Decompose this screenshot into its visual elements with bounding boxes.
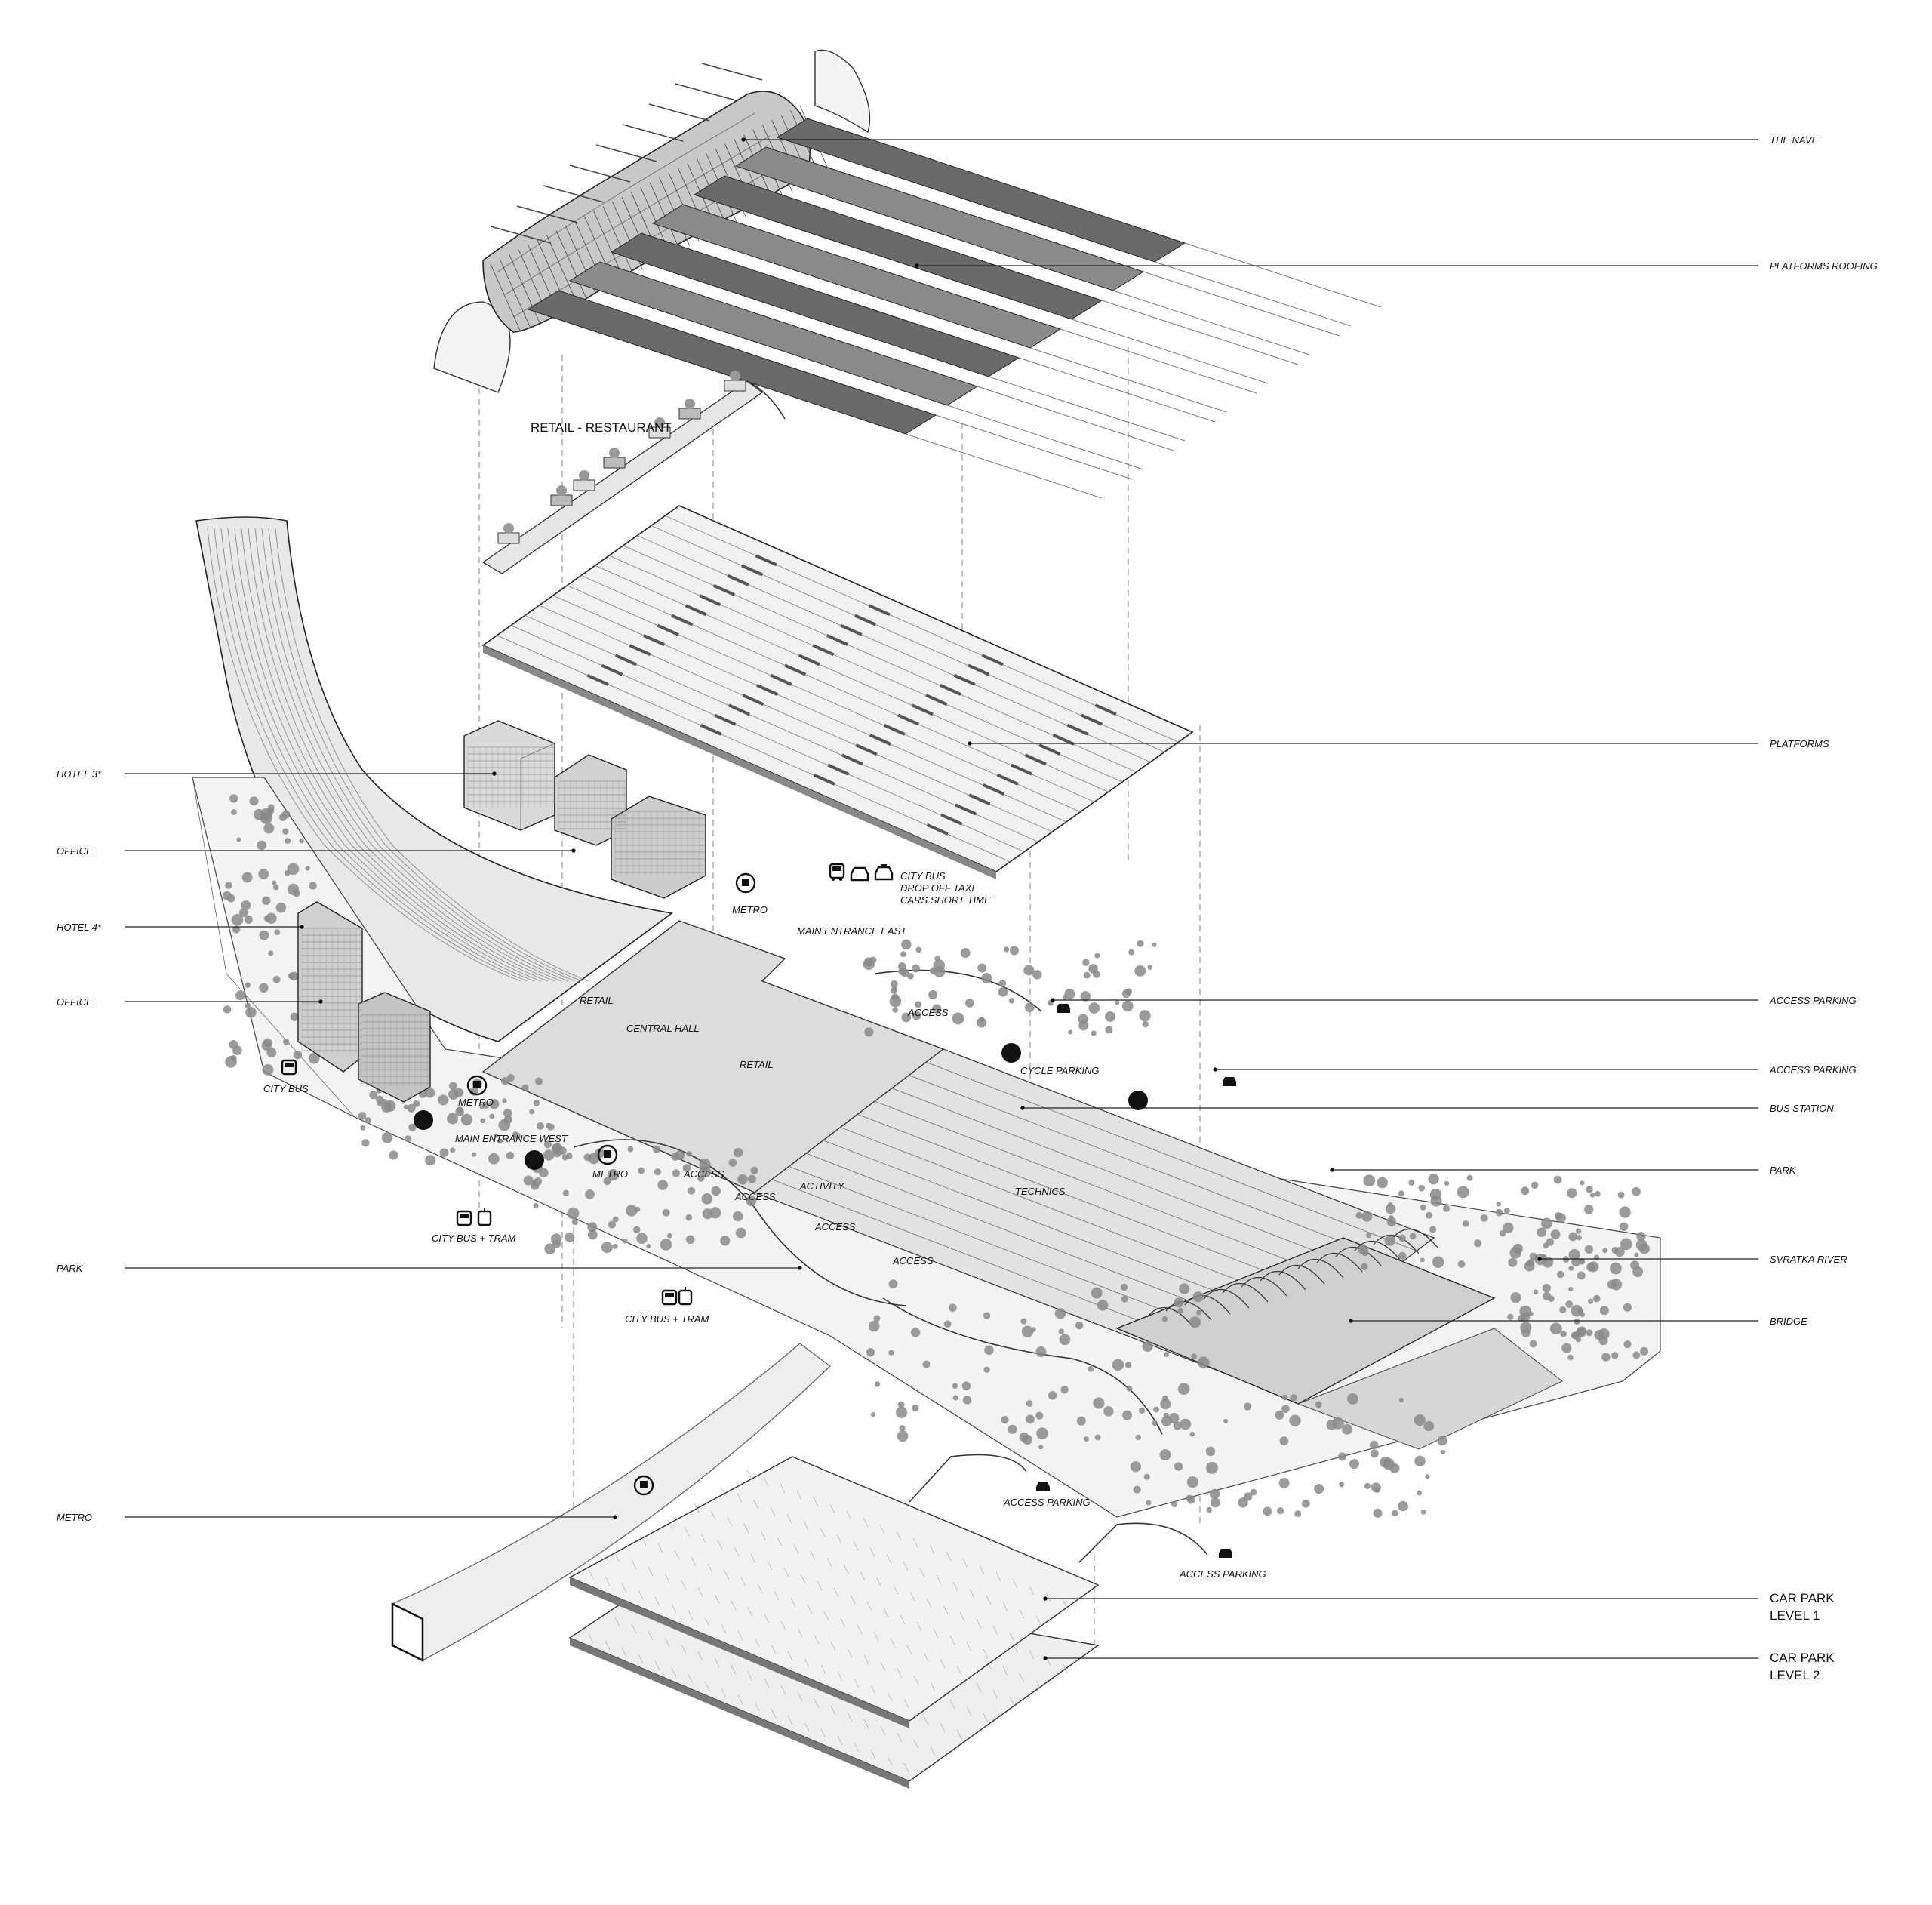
metro-tube bbox=[391, 1343, 832, 1663]
label-metro-left: METRO bbox=[458, 1097, 494, 1108]
label-city-bus-tram-2: CITY BUS + TRAM bbox=[625, 1313, 709, 1325]
label-central-hall: CENTRAL HALL bbox=[626, 1023, 700, 1034]
label-bus-station: BUS STATION bbox=[1770, 1103, 1834, 1114]
label-activity: ACTIVITY bbox=[799, 1180, 845, 1192]
bicycle-icon bbox=[1001, 1043, 1021, 1063]
label-park-right: PARK bbox=[1770, 1165, 1797, 1176]
label-metro-mid: METRO bbox=[592, 1168, 628, 1180]
bus-icon bbox=[829, 863, 845, 881]
label-car-park-1a: CAR PARK bbox=[1770, 1591, 1835, 1605]
platforms-deck bbox=[481, 505, 1194, 879]
label-bridge: BRIDGE bbox=[1770, 1316, 1807, 1327]
tram-icon bbox=[477, 1208, 492, 1226]
label-access-parking-4: ACCESS PARKING bbox=[1179, 1568, 1266, 1580]
label-city-bus-top-3: CARS SHORT TIME bbox=[900, 894, 991, 906]
bicycle-icon bbox=[414, 1110, 433, 1130]
label-retail-1: RETAIL bbox=[580, 995, 614, 1006]
metro-icon bbox=[633, 1475, 654, 1496]
label-city-bus-tram-1: CITY BUS + TRAM bbox=[432, 1233, 516, 1244]
site-ground bbox=[192, 516, 1661, 1518]
label-access-parking-3: ACCESS PARKING bbox=[1003, 1497, 1091, 1508]
label-main-entrance-west: MAIN ENTRANCE WEST bbox=[455, 1133, 568, 1144]
car-icon bbox=[1223, 1077, 1236, 1086]
label-main-entrance-east: MAIN ENTRANCE EAST bbox=[797, 925, 907, 937]
leader-lines bbox=[125, 137, 1758, 1660]
label-retail-restaurant: RETAIL - RESTAURANT bbox=[531, 420, 672, 435]
label-access-4: ACCESS bbox=[814, 1221, 856, 1233]
label-the-nave: THE NAVE bbox=[1770, 134, 1819, 146]
metro-icon bbox=[597, 1144, 618, 1165]
label-access-parking-2: ACCESS PARKING bbox=[1769, 1064, 1857, 1076]
bus-icon bbox=[456, 1210, 472, 1226]
label-city-bus-top-1: CITY BUS bbox=[900, 870, 946, 882]
label-access-2: ACCESS bbox=[683, 1168, 724, 1180]
label-cycle-parking: CYCLE PARKING bbox=[1020, 1065, 1100, 1076]
tram-icon bbox=[678, 1287, 693, 1306]
label-park-left: PARK bbox=[57, 1263, 84, 1274]
label-technics: TECHNICS bbox=[1015, 1186, 1066, 1197]
label-hotel-3: HOTEL 3* bbox=[57, 768, 102, 780]
label-svratka-river: SVRATKA RIVER bbox=[1770, 1254, 1847, 1265]
car-icon bbox=[1036, 1482, 1050, 1491]
right-labels: THE NAVE PLATFORMS ROOFING PLATFORMS ACC… bbox=[1769, 134, 1878, 1682]
inline-labels: RETAIL - RESTAURANT CITY BUS DROP OFF TA… bbox=[263, 420, 1266, 1580]
label-car-park-2a: CAR PARK bbox=[1770, 1651, 1835, 1665]
bus-icon bbox=[281, 1059, 297, 1076]
label-city-bus-left: CITY BUS bbox=[263, 1083, 309, 1094]
label-car-park-1b: LEVEL 1 bbox=[1770, 1608, 1820, 1623]
label-city-bus-top-2: DROP OFF TAXI bbox=[900, 882, 974, 894]
car-icon bbox=[1219, 1549, 1232, 1558]
car-icon bbox=[1057, 1004, 1070, 1013]
car-park-level-1 bbox=[568, 1454, 1208, 1728]
nave-roof bbox=[433, 49, 1382, 499]
car-icon bbox=[850, 866, 869, 882]
label-platforms-roofing: PLATFORMS ROOFING bbox=[1770, 260, 1878, 272]
roof-fins bbox=[490, 63, 763, 244]
metro-icon bbox=[735, 872, 756, 894]
label-retail-2: RETAIL bbox=[740, 1059, 774, 1070]
label-access-3: ACCESS bbox=[734, 1191, 776, 1202]
label-office-b: OFFICE bbox=[57, 996, 93, 1008]
label-access-5: ACCESS bbox=[892, 1255, 934, 1266]
bus-icon bbox=[661, 1289, 678, 1306]
metro-icon bbox=[466, 1075, 488, 1096]
bicycle-icon bbox=[525, 1150, 544, 1170]
label-metro-top: METRO bbox=[732, 904, 768, 916]
label-hotel-4: HOTEL 4* bbox=[57, 922, 102, 933]
label-car-park-2b: LEVEL 2 bbox=[1770, 1668, 1820, 1682]
taxi-icon bbox=[874, 864, 894, 881]
label-office-a: OFFICE bbox=[57, 845, 93, 857]
retail-restaurant-deck bbox=[481, 371, 786, 574]
label-metro: METRO bbox=[57, 1512, 92, 1523]
label-access-parking-1: ACCESS PARKING bbox=[1769, 995, 1857, 1006]
towers bbox=[297, 720, 706, 1103]
bicycle-icon bbox=[1128, 1091, 1148, 1110]
left-labels: HOTEL 3* OFFICE HOTEL 4* OFFICE PARK MET… bbox=[57, 768, 102, 1523]
label-access-1: ACCESS bbox=[907, 1007, 949, 1018]
label-platforms: PLATFORMS bbox=[1770, 738, 1829, 749]
